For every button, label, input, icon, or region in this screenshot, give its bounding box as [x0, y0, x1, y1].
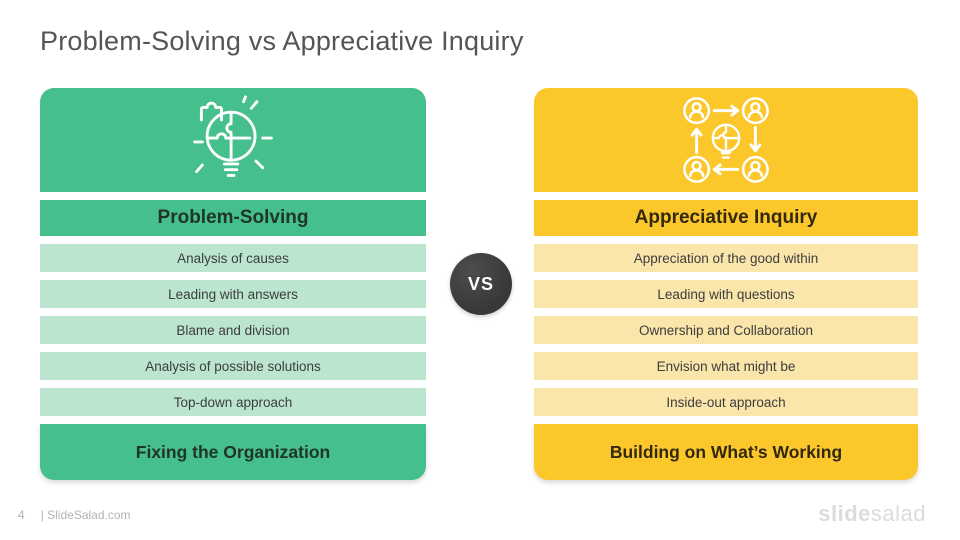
appreciative-inquiry-icon-block	[534, 88, 918, 192]
list-item: Analysis of causes	[40, 244, 426, 272]
column-footer-problem-solving: Fixing the Organization	[40, 424, 426, 480]
panel-problem-solving: Problem-Solving Analysis of causes Leadi…	[40, 88, 426, 480]
column-header-problem-solving: Problem-Solving	[40, 200, 426, 236]
list-item: Top-down approach	[40, 388, 426, 416]
column-header-appreciative-inquiry: Appreciative Inquiry	[534, 200, 918, 236]
slide-footer: 4 | SlideSalad.com	[18, 508, 131, 522]
list-item: Envision what might be	[534, 352, 918, 380]
column-footer-appreciative-inquiry: Building on What’s Working	[534, 424, 918, 480]
page-title: Problem-Solving vs Appreciative Inquiry	[40, 26, 524, 56]
page-number: 4	[18, 508, 25, 522]
problem-solving-icon-block	[40, 88, 426, 192]
list-item: Appreciation of the good within	[534, 244, 918, 272]
list-item: Blame and division	[40, 316, 426, 344]
logo-bold-part: slide	[818, 501, 871, 526]
list-item: Leading with answers	[40, 280, 426, 308]
slidesalad-logo: slidesalad	[818, 501, 926, 527]
logo-regular-part: salad	[870, 501, 926, 526]
site-credit: | SlideSalad.com	[40, 508, 131, 522]
list-item: Inside-out approach	[534, 388, 918, 416]
list-item: Leading with questions	[534, 280, 918, 308]
list-item: Analysis of possible solutions	[40, 352, 426, 380]
people-cycle-lightbulb-icon	[683, 97, 769, 183]
list-item: Ownership and Collaboration	[534, 316, 918, 344]
vs-badge: VS	[450, 253, 512, 315]
puzzle-lightbulb-icon	[193, 95, 273, 177]
panel-appreciative-inquiry: Appreciative Inquiry Appreciation of the…	[534, 88, 918, 480]
